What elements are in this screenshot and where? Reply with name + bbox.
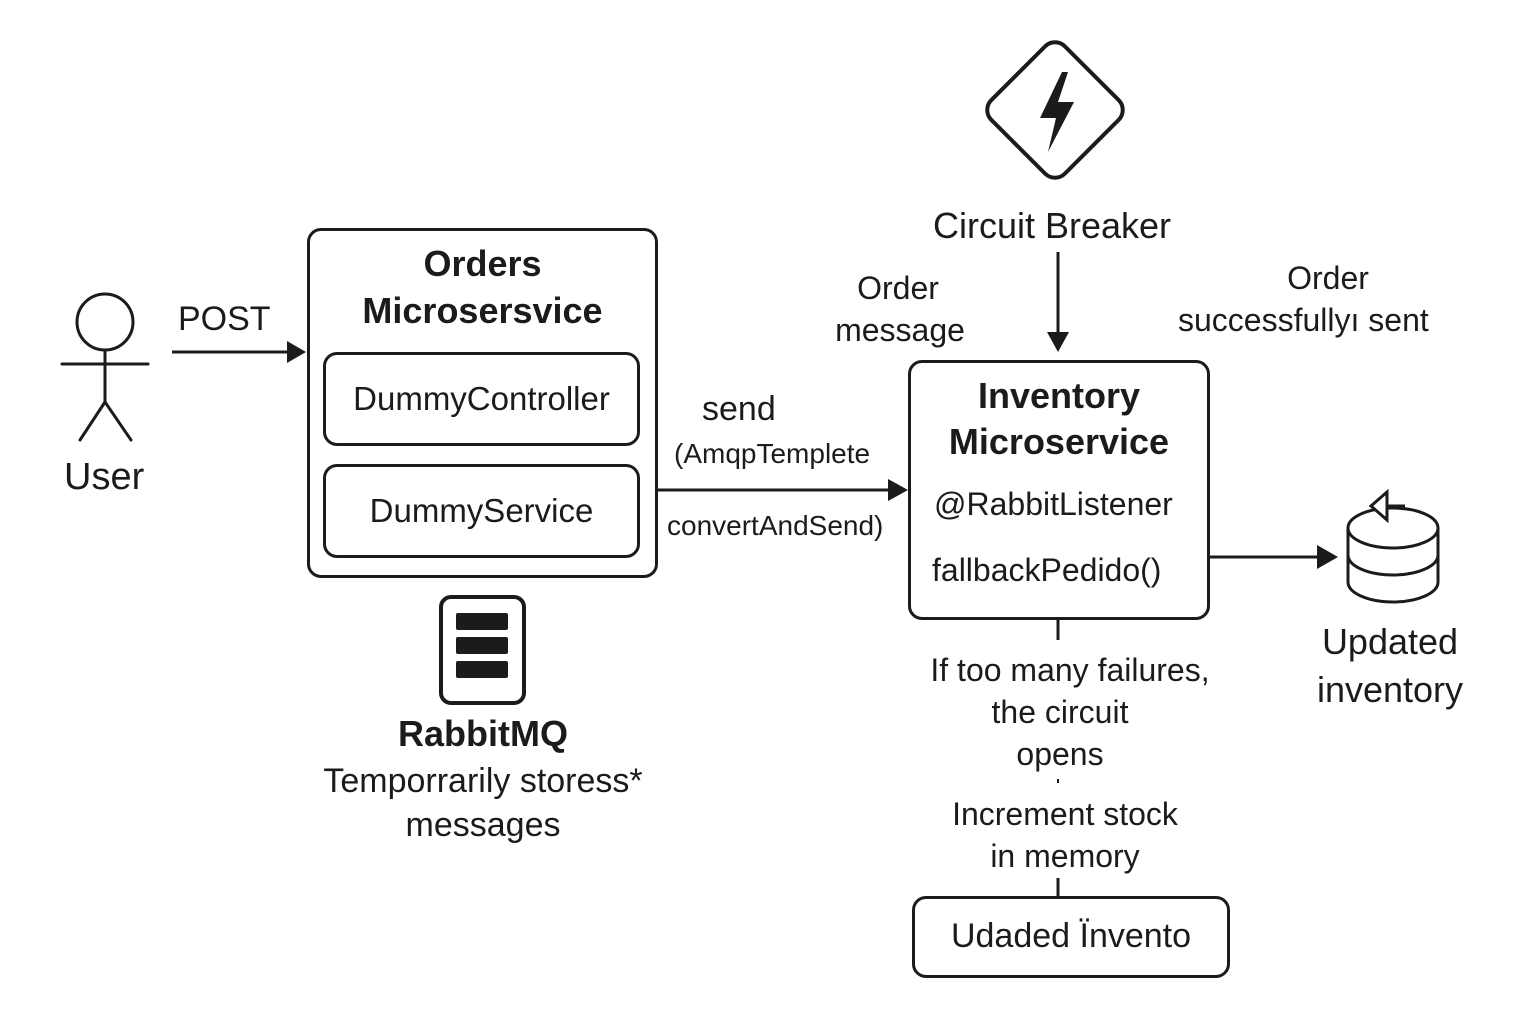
- failures-note-line2: the circuit: [991, 694, 1129, 730]
- rabbit-listener-label: @RabbitListener: [934, 486, 1173, 522]
- updated-inventory-box-label: Udaded Ïnvento: [950, 917, 1192, 955]
- failures-note-line1: If too many failures,: [930, 652, 1210, 688]
- inventory-title-line2: Microservice: [948, 421, 1170, 462]
- rabbitmq-queue-icon: [439, 595, 526, 705]
- send-label: send: [702, 390, 776, 428]
- failures-note-line3: opens: [1016, 736, 1104, 772]
- lightning-bolt-icon: [985, 40, 1125, 180]
- post-arrow: [172, 341, 306, 363]
- send-label-amqp: (AmqpTemplete: [674, 438, 871, 469]
- user-stick-figure-icon: [60, 292, 150, 442]
- user-label: User: [64, 456, 145, 498]
- dummy-service-label: DummyService: [369, 492, 594, 529]
- increment-note-line2: in memory: [990, 838, 1140, 874]
- circuit-breaker-arrow: [1047, 252, 1069, 352]
- updated-inventory-line2: inventory: [1316, 669, 1464, 710]
- rabbitmq-desc-line1: Temporrarily storess*: [323, 762, 643, 800]
- order-message-line1: Order: [857, 270, 939, 306]
- orders-title-line2: Microsersvice: [362, 290, 603, 331]
- dummy-controller-label: DummyController: [353, 380, 610, 417]
- updated-inventory-line1: Updated: [1321, 621, 1459, 662]
- order-message-line2: message: [835, 312, 965, 348]
- fallback-label: fallbackPedido(): [932, 552, 1162, 588]
- inventory-microservice-box: [908, 360, 1210, 620]
- increment-note-line1: Increment stock: [952, 796, 1178, 832]
- send-label-convert: convertAndSend): [667, 510, 884, 541]
- inventory-title-line1: Inventory: [977, 375, 1141, 416]
- database-icon: [1346, 488, 1440, 604]
- orders-title-line1: Orders: [423, 243, 542, 284]
- rabbitmq-desc-line2: messages: [405, 806, 561, 844]
- order-sent-line2: successfullyı sent: [1178, 302, 1429, 338]
- updated-inventory-box: [912, 896, 1230, 978]
- update-db-arrow: [1210, 545, 1338, 569]
- send-arrow: [658, 479, 908, 501]
- dummy-service-box: [323, 464, 640, 558]
- order-sent-line1: Order: [1287, 260, 1369, 296]
- circuit-breaker-label: Circuit Breaker: [932, 205, 1172, 246]
- rabbitmq-title: RabbitMQ: [398, 713, 568, 754]
- post-label: POST: [178, 300, 271, 338]
- dummy-controller-box: [323, 352, 640, 446]
